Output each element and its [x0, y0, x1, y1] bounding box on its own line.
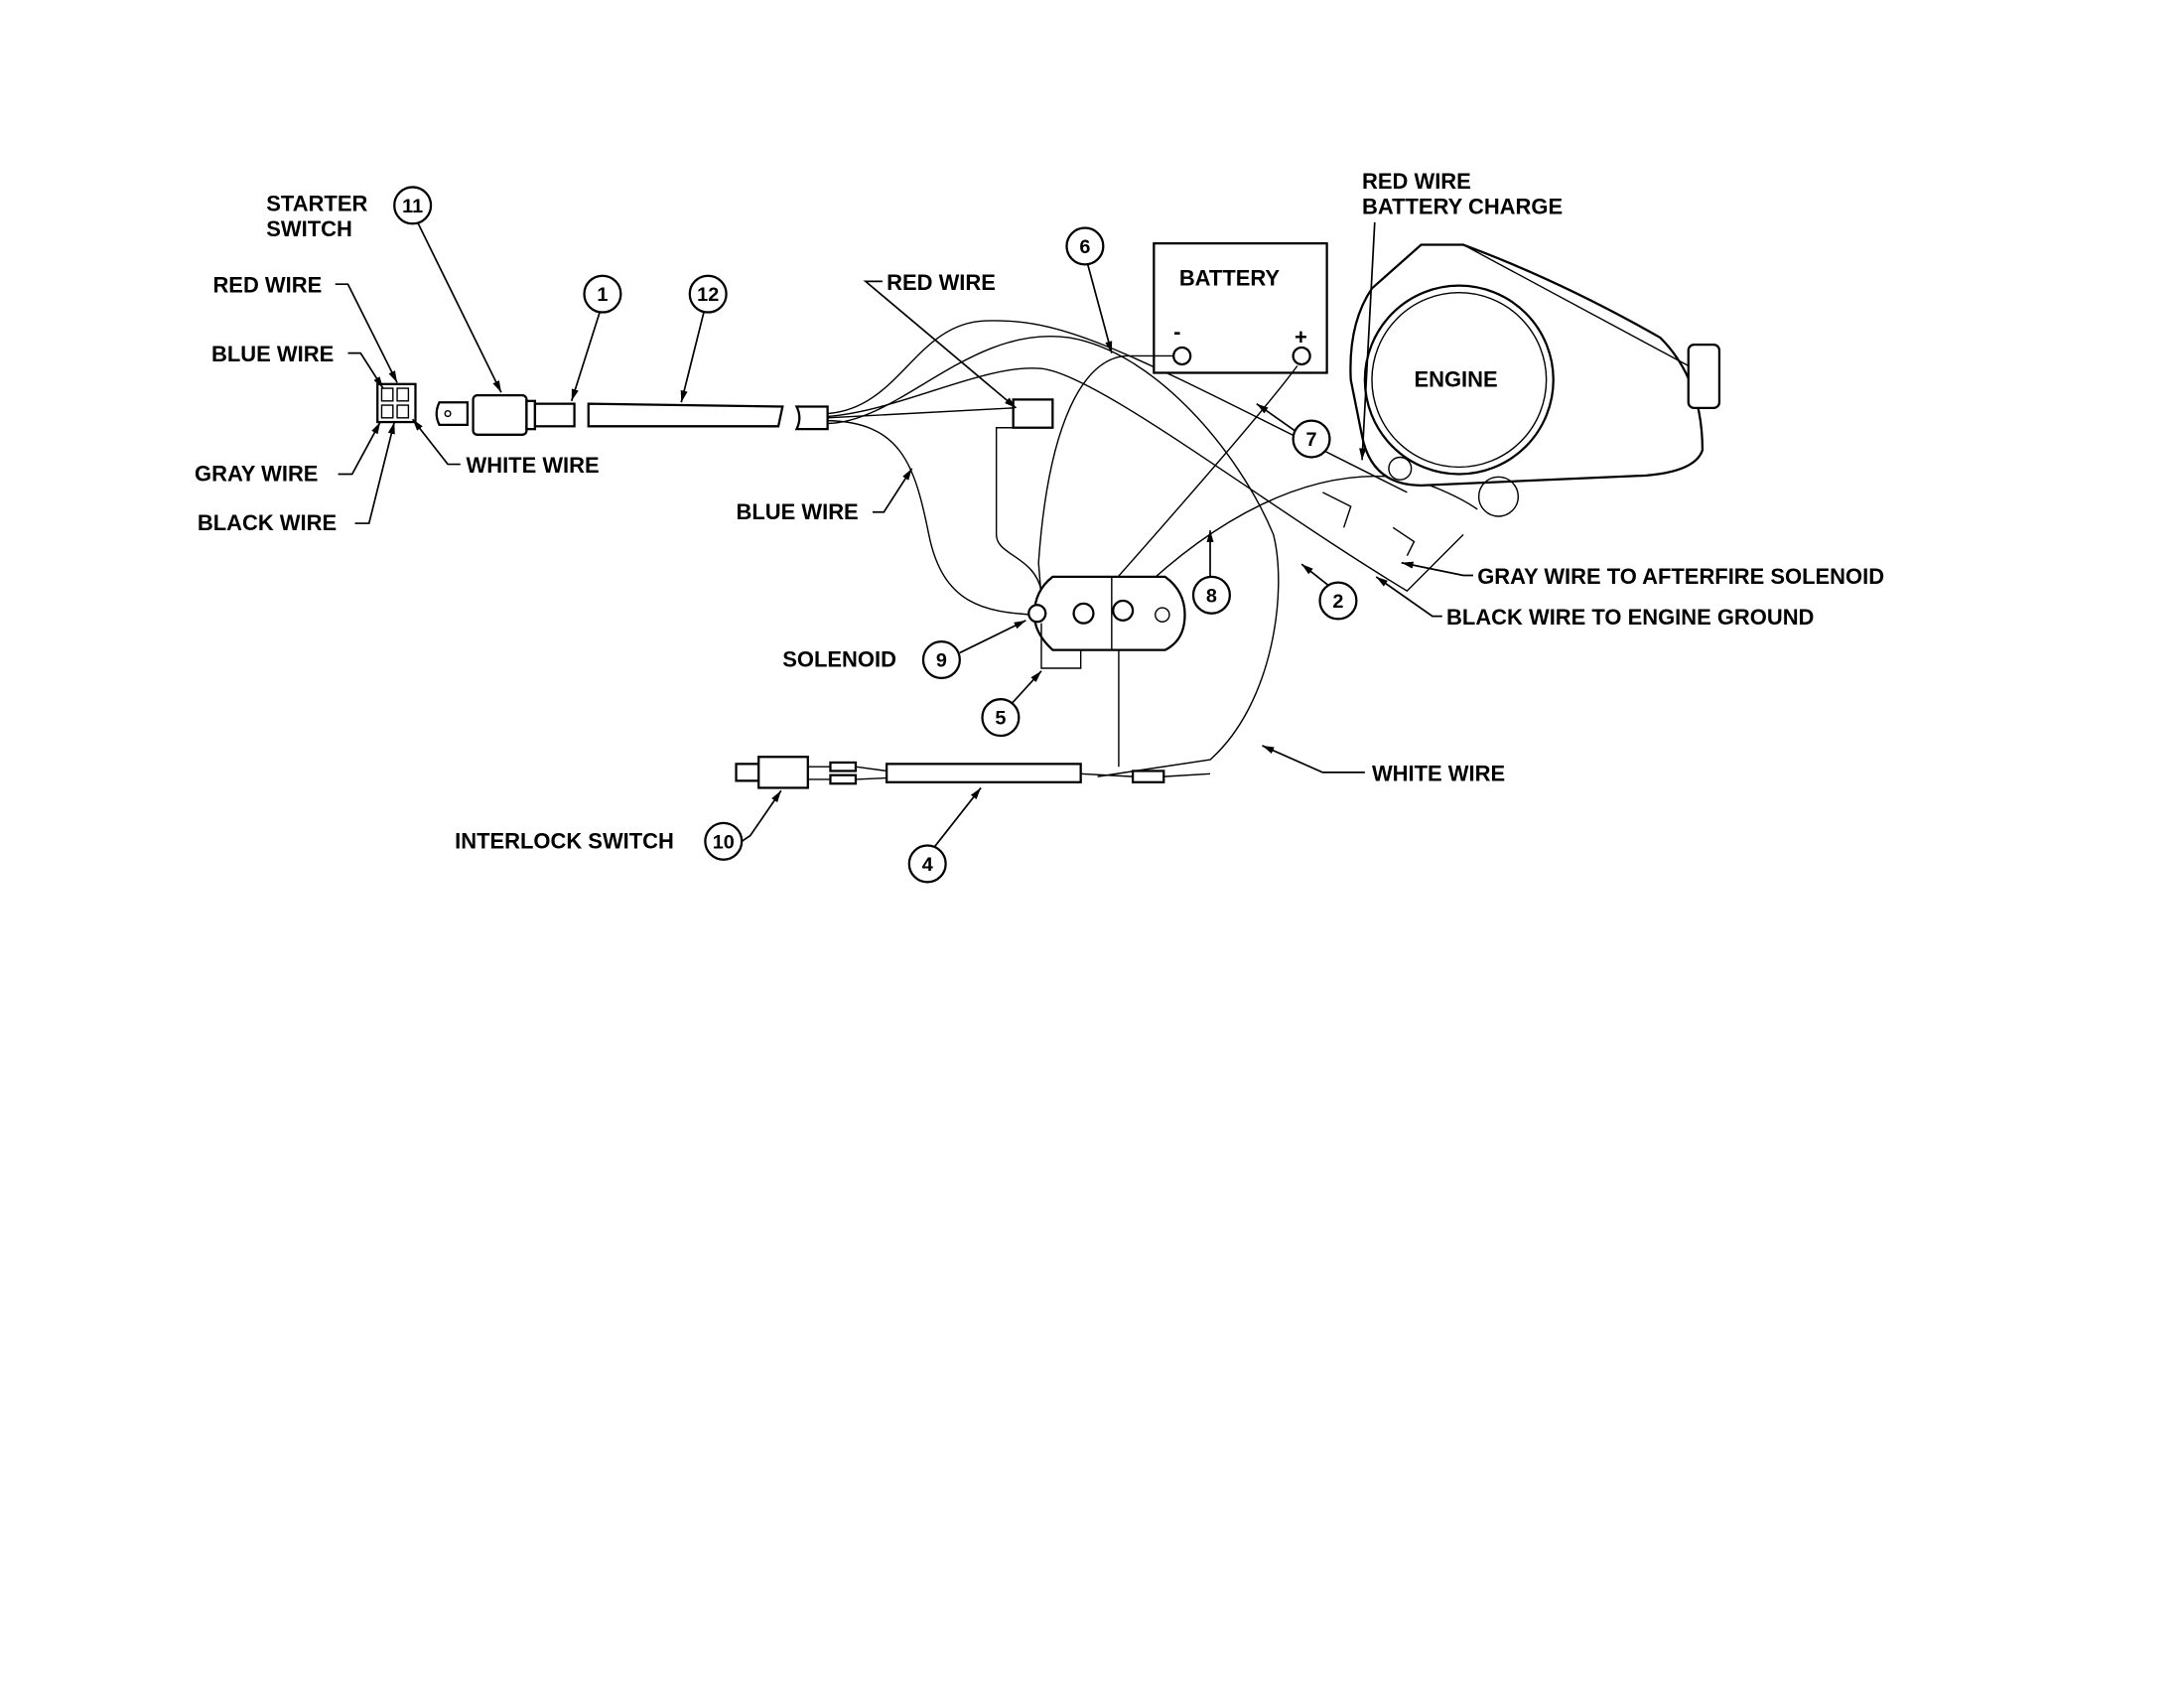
battery-label: BATTERY [1179, 266, 1281, 291]
svg-text:2: 2 [1332, 591, 1343, 613]
black-wire-label: BLACK WIRE [198, 510, 337, 535]
black-ground-label: BLACK WIRE TO ENGINE GROUND [1446, 605, 1814, 630]
svg-text:10: 10 [713, 831, 735, 853]
battery-negative-sign: - [1173, 319, 1180, 344]
svg-text:4: 4 [922, 854, 933, 876]
svg-text:8: 8 [1206, 585, 1217, 607]
callout-9: 9 [921, 639, 961, 680]
gray-afterfire-label: GRAY WIRE TO AFTERFIRE SOLENOID [1477, 564, 1884, 589]
battery-charge-label: BATTERY CHARGE [1362, 194, 1563, 218]
interlock-switch [735, 756, 1211, 789]
white-wire-label: WHITE WIRE [466, 453, 599, 478]
blue-wire-mid-label: BLUE WIRE [737, 499, 859, 524]
svg-text:11: 11 [402, 196, 423, 217]
svg-text:6: 6 [1079, 236, 1090, 258]
solenoid-label: SOLENOID [782, 647, 896, 672]
svg-text:5: 5 [995, 708, 1006, 730]
callout-4: 4 [907, 844, 947, 884]
svg-text:9: 9 [936, 650, 947, 672]
starter-switch-label-2: SWITCH [266, 216, 352, 241]
svg-text:1: 1 [597, 284, 608, 306]
red-wire-charge-label: RED WIRE [1362, 169, 1471, 194]
starter-switch-label: STARTER [266, 192, 367, 216]
battery: BATTERY - + [1153, 241, 1328, 374]
callout-5: 5 [981, 698, 1021, 738]
battery-positive-sign: + [1295, 325, 1307, 350]
wire-harness-cable [587, 320, 1464, 777]
svg-text:7: 7 [1306, 429, 1317, 451]
svg-text:12: 12 [697, 284, 719, 306]
red-wire-mid-label: RED WIRE [887, 270, 996, 295]
red-wire-label: RED WIRE [212, 273, 322, 298]
blue-wire-label: BLUE WIRE [211, 342, 334, 366]
starter-connector [376, 382, 417, 424]
callout-7: 7 [1292, 419, 1331, 459]
engine: ENGINE [1349, 243, 1721, 517]
white-wire-right-label: WHITE WIRE [1372, 761, 1505, 785]
callout-10: 10 [704, 821, 744, 861]
starter-switch [435, 394, 576, 436]
engine-label: ENGINE [1414, 367, 1497, 392]
callout-2: 2 [1318, 581, 1358, 621]
interlock-switch-label: INTERLOCK SWITCH [455, 828, 674, 853]
callout-8: 8 [1191, 575, 1231, 615]
callout-6: 6 [1065, 226, 1105, 266]
callout-12: 12 [688, 274, 728, 314]
fuse-holder [1012, 398, 1054, 429]
callout-11: 11 [393, 186, 433, 225]
solenoid [1027, 575, 1186, 651]
gray-wire-label: GRAY WIRE [195, 462, 318, 487]
callout-1: 1 [583, 274, 622, 314]
